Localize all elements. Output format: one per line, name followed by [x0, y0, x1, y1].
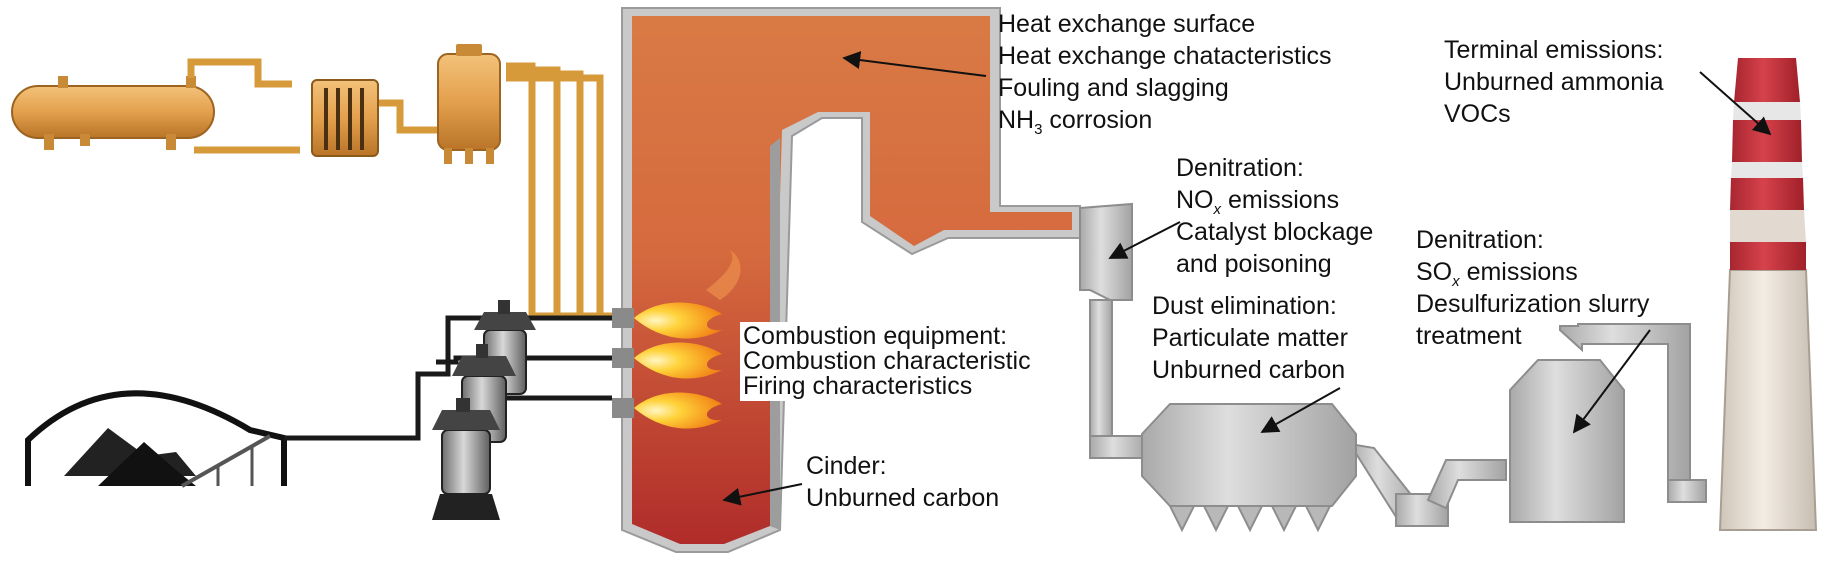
- combustion-line-2: Combustion characteristic: [743, 347, 1031, 375]
- heat-exchange-line-3: Fouling and slagging: [998, 74, 1229, 102]
- ammonia-storage-tank: [11, 76, 215, 150]
- coal-mill-3: [432, 398, 500, 520]
- gold-supply-pipes: [187, 58, 612, 320]
- terminal-line-3: VOCs: [1444, 100, 1511, 128]
- cinder-line-1: Cinder:: [806, 452, 887, 480]
- terminal-line-1: Terminal emissions:: [1444, 36, 1664, 64]
- heat-exchange-line-2: Heat exchange chatacteristics: [998, 42, 1332, 70]
- burner-flame-2: [612, 342, 722, 379]
- terminal-emissions-label: Terminal emissions: Unburned ammonia VOC…: [1444, 34, 1664, 130]
- denitration1-line-1: Denitration:: [1176, 154, 1304, 182]
- chimney-stack: [1718, 58, 1818, 531]
- heat-exchange-line-4: NH3 corrosion: [998, 104, 1332, 138]
- nh3-prefix: NH: [998, 106, 1035, 134]
- heat-exchange-line-1: Heat exchange surface: [998, 10, 1256, 38]
- nh3-suffix: corrosion: [1042, 106, 1153, 134]
- denitration-sox-label: Denitration: SOx emissions Desulfurizati…: [1416, 224, 1649, 352]
- burner-flame-1: [612, 250, 741, 339]
- dust-line-2: Particulate matter: [1152, 324, 1348, 352]
- cinder-line-2: Unburned carbon: [806, 484, 1000, 512]
- flue-ducts: [1089, 323, 1707, 527]
- buffer-separator-tank: [437, 44, 501, 164]
- dust-precipitator: [1141, 403, 1357, 533]
- burner-flame-3: [612, 392, 722, 429]
- heat-exchange-label: Heat exchange surface Heat exchange chat…: [998, 8, 1332, 138]
- sox-suffix: emissions: [1459, 258, 1578, 286]
- denitration1-line-3: Catalyst blockage: [1176, 218, 1374, 246]
- cinder-label: Cinder: Unburned carbon: [806, 450, 999, 514]
- denitration-nox-label: Denitration: NOx emissions Catalyst bloc…: [1176, 152, 1373, 280]
- nox-prefix: NO: [1176, 186, 1214, 214]
- vaporizer-heater: [311, 79, 379, 157]
- nox-subscript: x: [1213, 201, 1222, 218]
- dust-line-3: Unburned carbon: [1152, 356, 1346, 384]
- combustion-label: Combustion equipment: Combustion charact…: [740, 322, 1034, 401]
- sox-subscript: x: [1452, 273, 1460, 290]
- dust-elimination-label: Dust elimination: Particulate matter Unb…: [1152, 290, 1348, 386]
- denitration2-line-1: Denitration:: [1416, 226, 1544, 254]
- dust-line-1: Dust elimination:: [1152, 292, 1337, 320]
- terminal-line-2: Unburned ammonia: [1444, 68, 1664, 96]
- nh3-subscript: 3: [1034, 121, 1043, 138]
- scr-denitration-reactor: [1079, 202, 1133, 439]
- coal-yard-shed: [25, 390, 287, 488]
- annotation-arrows: [722, 51, 1772, 506]
- nox-suffix: emissions: [1221, 186, 1340, 214]
- denitration2-line-2: SOx emissions: [1416, 256, 1649, 290]
- denitration2-line-4: treatment: [1416, 322, 1522, 350]
- denitration1-line-2: NOx emissions: [1176, 184, 1373, 218]
- sox-prefix: SO: [1416, 258, 1453, 286]
- desulfurization-tower: [1509, 359, 1625, 523]
- combustion-line-1: Combustion equipment:: [743, 322, 1008, 350]
- denitration1-line-4: and poisoning: [1176, 250, 1332, 278]
- combustion-line-3: Firing characteristics: [743, 372, 973, 400]
- denitration2-line-3: Desulfurization slurry: [1416, 290, 1650, 318]
